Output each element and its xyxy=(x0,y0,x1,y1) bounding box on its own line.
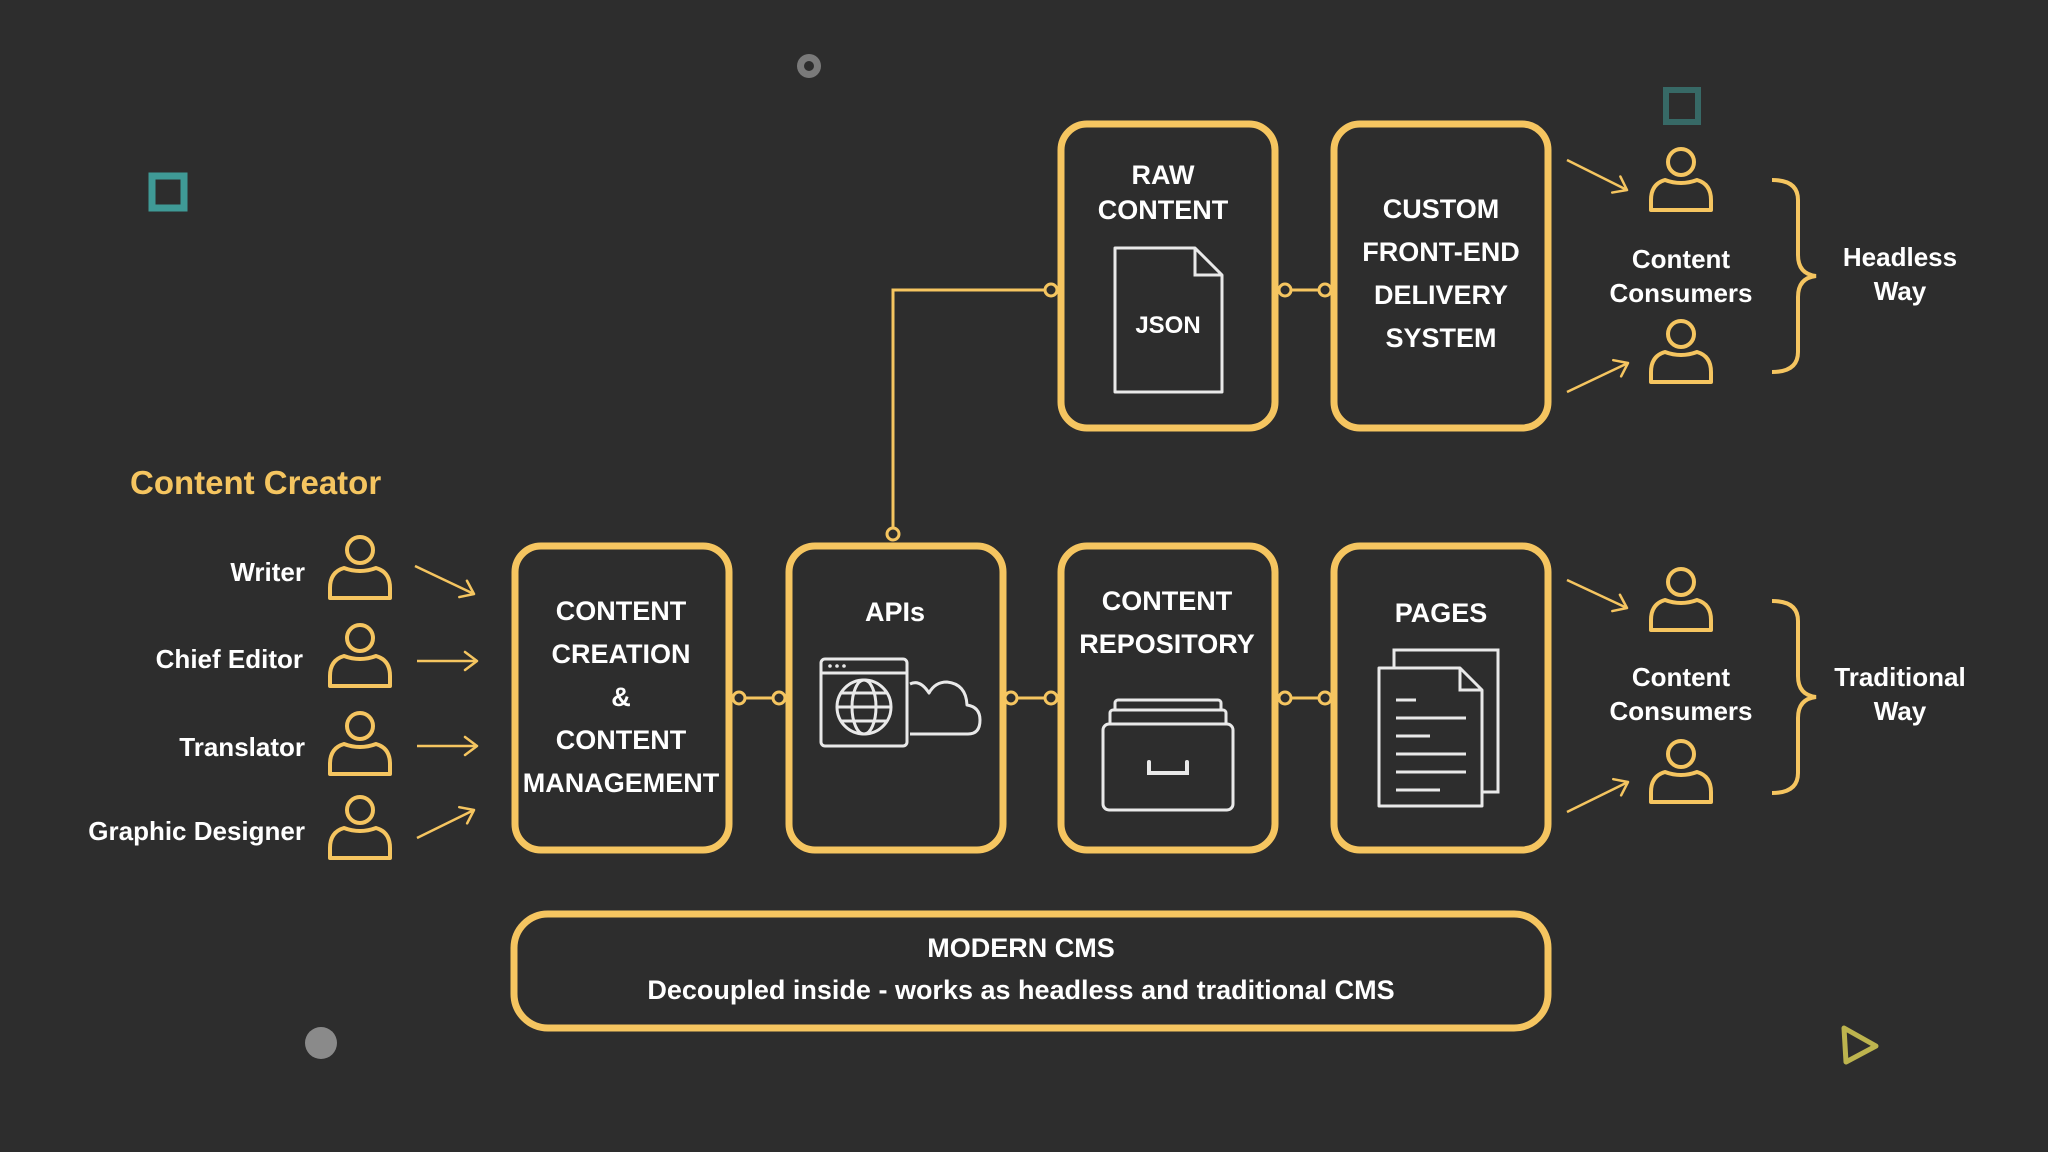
box-content-creation: CONTENT CREATION & CONTENT MANAGEMENT xyxy=(511,542,733,854)
box-line: CREATION xyxy=(552,639,691,669)
person-icon xyxy=(1649,567,1713,632)
arrow-icon xyxy=(1566,578,1633,618)
headless-consumers: Content Consumers Headless Way xyxy=(1566,147,1957,394)
content-creator-title: Content Creator xyxy=(130,464,381,501)
traditional-way-label: Traditional xyxy=(1834,662,1965,692)
person-icon xyxy=(328,795,392,860)
box-line: & xyxy=(611,682,631,712)
box-raw-content: RAW CONTENT JSON xyxy=(1057,120,1279,432)
pages-title: PAGES xyxy=(1395,598,1488,628)
browser-globe-icon xyxy=(819,657,909,748)
json-label: JSON xyxy=(1135,312,1200,339)
apis-title: APIs xyxy=(865,597,925,627)
headless-way-label: Way xyxy=(1874,276,1927,306)
traditional-consumers: Content Consumers Traditional Way xyxy=(1566,567,1966,814)
box-pages: PAGES xyxy=(1330,542,1552,854)
box-line: RAW xyxy=(1132,160,1196,190)
cloud-icon xyxy=(909,680,982,736)
arrow-icon xyxy=(1566,353,1634,394)
person-icon xyxy=(1649,739,1713,804)
arrow-icon xyxy=(416,800,480,840)
box-apis: APIs xyxy=(785,542,1007,854)
role-label: Translator xyxy=(179,732,305,762)
arrow-icon xyxy=(414,564,480,604)
person-icon xyxy=(328,711,392,776)
box-line: CUSTOM xyxy=(1383,194,1500,224)
decor-ring-icon xyxy=(797,54,821,78)
person-icon xyxy=(1649,147,1713,212)
arrow-icon xyxy=(417,650,479,672)
box-line: MANAGEMENT xyxy=(523,768,720,798)
consumers-label: Content xyxy=(1632,662,1731,692)
decor-circle-icon xyxy=(305,1027,337,1059)
creator-role-chief-editor: Chief Editor xyxy=(156,623,479,688)
pages-icon xyxy=(1377,648,1500,808)
modern-cms-panel: MODERN CMS Decoupled inside - works as h… xyxy=(510,910,1552,1032)
person-icon xyxy=(328,535,392,600)
headless-way-label: Headless xyxy=(1843,242,1957,272)
modern-cms-title: MODERN CMS xyxy=(927,933,1115,963)
consumers-label: Consumers xyxy=(1609,278,1752,308)
consumers-label: Content xyxy=(1632,244,1731,274)
box-line: SYSTEM xyxy=(1385,323,1496,353)
box-line: FRONT-END xyxy=(1362,237,1520,267)
box-line: CONTENT xyxy=(1098,195,1229,225)
box-line: DELIVERY xyxy=(1374,280,1508,310)
creator-role-graphic-designer: Graphic Designer xyxy=(88,795,480,860)
role-label: Writer xyxy=(230,557,305,587)
decor-square-outline-blurred-icon xyxy=(1663,87,1701,125)
brace-icon xyxy=(1771,599,1817,795)
decor-triangle-play-icon xyxy=(1841,1025,1879,1065)
arrow-icon xyxy=(417,735,479,757)
box-line: CONTENT xyxy=(556,596,687,626)
consumers-label: Consumers xyxy=(1609,696,1752,726)
arrow-icon xyxy=(1566,772,1634,814)
person-icon xyxy=(1649,319,1713,384)
role-label: Graphic Designer xyxy=(88,816,305,846)
box-content-repository: CONTENT REPOSITORY xyxy=(1057,542,1279,854)
creator-role-writer: Writer xyxy=(230,535,480,604)
role-label: Chief Editor xyxy=(156,644,303,674)
box-line: CONTENT xyxy=(1102,586,1233,616)
box-line: REPOSITORY xyxy=(1079,629,1255,659)
document-icon: JSON xyxy=(1113,246,1224,394)
person-icon xyxy=(328,623,392,688)
creator-role-translator: Translator xyxy=(179,711,479,776)
box-line: CONTENT xyxy=(556,725,687,755)
file-drawer-icon xyxy=(1101,698,1235,812)
modern-cms-subtitle: Decoupled inside - works as headless and… xyxy=(647,975,1394,1005)
traditional-way-label: Way xyxy=(1874,696,1927,726)
brace-icon xyxy=(1771,178,1817,374)
arrow-icon xyxy=(1566,158,1633,200)
box-frontend-delivery: CUSTOM FRONT-END DELIVERY SYSTEM xyxy=(1330,120,1552,432)
decor-square-outline-icon xyxy=(148,172,188,212)
